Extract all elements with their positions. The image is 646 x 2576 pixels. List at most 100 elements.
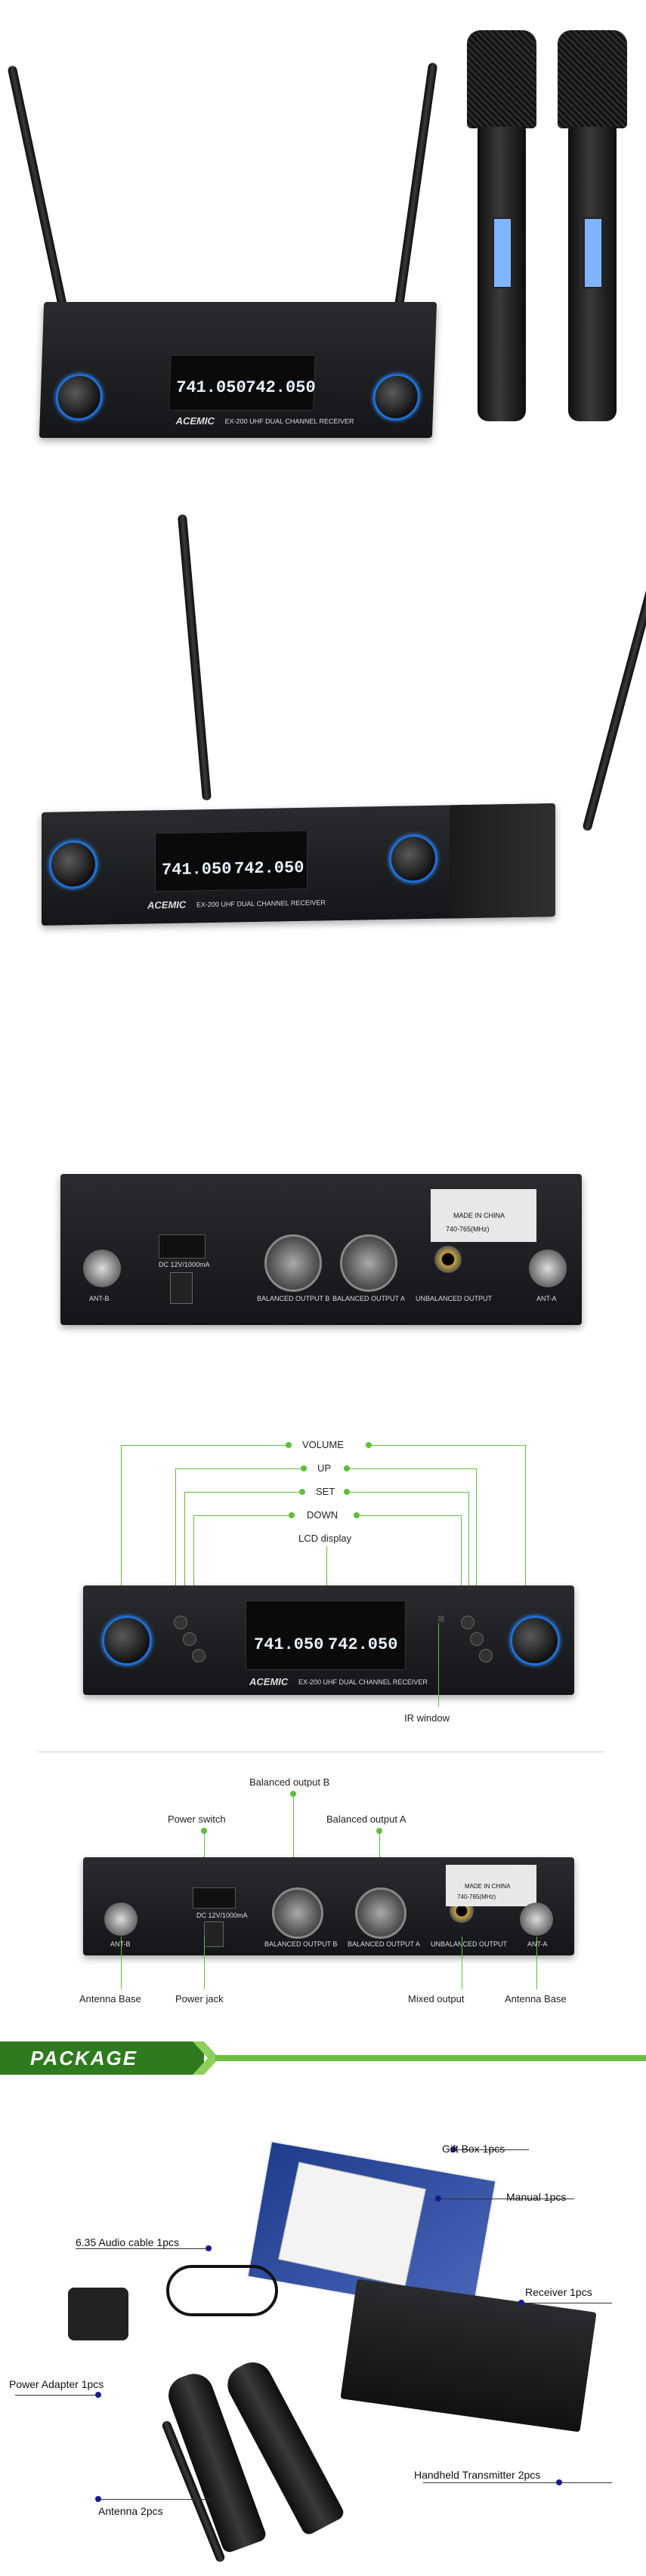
up-button-left [174, 1616, 187, 1629]
xlr-output-a [340, 1234, 397, 1292]
vline-set-right [468, 1492, 469, 1590]
receiver-angled: 741.050 742.050 ACEMIC EX-200 UHF DUAL C… [42, 803, 555, 926]
brand-logo: ACEMIC [175, 415, 215, 427]
label-volume: VOLUME [302, 1439, 344, 1450]
power-switch [193, 1887, 236, 1909]
power-adapter [68, 2288, 128, 2340]
dc-label: DC 12V/1000mA [159, 1261, 210, 1268]
dot-volume-right [366, 1442, 372, 1448]
dot-down-left [289, 1512, 295, 1518]
leader-up-right [348, 1468, 476, 1469]
down-button-left [192, 1649, 206, 1662]
vline-up-left [175, 1468, 176, 1589]
label-balanced-output-b: Balanced output B [249, 1776, 330, 1788]
label-receiver: Receiver 1pcs [525, 2286, 592, 2298]
label-lcd: LCD display [298, 1533, 352, 1544]
spec-label: MADE IN CHINA 740-765(MHz) [446, 1865, 536, 1906]
volume-knob-right [372, 374, 421, 421]
lead-gift-box [453, 2149, 529, 2150]
microphone-2 [558, 30, 627, 423]
ant-a-label: ANT-A [536, 1295, 557, 1302]
unbalanced-jack [434, 1246, 462, 1273]
brand-logo: ACEMIC [147, 898, 187, 911]
vline-volume-left [121, 1445, 122, 1588]
package-banner-text: PACKAGE [30, 2047, 138, 2069]
label-ir: IR window [404, 1712, 450, 1724]
brand-logo: ACEMIC [249, 1676, 289, 1687]
model-text: EX-200 UHF DUAL CHANNEL RECEIVER [298, 1678, 428, 1686]
receiver-package [340, 2279, 597, 2433]
label-manual: Manual 1pcs [506, 2191, 567, 2203]
power-switch [159, 1234, 206, 1259]
vline-down-right [461, 1515, 462, 1591]
model-text: EX-200 UHF DUAL CHANNEL RECEIVER [224, 418, 354, 425]
label-up: UP [317, 1462, 332, 1474]
lcd-display: 741.050 742.050 [168, 355, 316, 411]
unbalanced-label: UNBALANCED OUTPUT [416, 1295, 493, 1302]
leader-volume-right [370, 1445, 525, 1446]
dc-label: DC 12V/1000mA [196, 1912, 248, 1919]
leader-set-left [184, 1492, 302, 1493]
balanced-a-label: BALANCED OUTPUT A [348, 1940, 420, 1948]
label-power-jack: Power jack [175, 1993, 224, 2004]
xlr-output-a [355, 1887, 406, 1939]
xlr-output-b [264, 1234, 322, 1292]
vline-antenna-base-left [121, 1937, 122, 1989]
receiver-rear-diagram: ANT-B DC 12V/1000mA BALANCED OUTPUT B BA… [83, 1857, 574, 1955]
unbalanced-label: UNBALANCED OUTPUT [431, 1940, 508, 1948]
balanced-a-label: BALANCED OUTPUT A [332, 1295, 405, 1302]
lead-power-adapter [15, 2395, 98, 2396]
xlr-output-b [272, 1887, 323, 1939]
balanced-b-label: BALANCED OUTPUT B [257, 1295, 330, 1302]
vline-ir [438, 1623, 439, 1706]
freq-b: 741.050 [162, 859, 232, 880]
made-in-label: MADE IN CHINA [465, 1883, 511, 1890]
set-button-right [470, 1632, 484, 1646]
label-gift-box: Gift Box 1pcs [442, 2143, 505, 2155]
audio-cable [166, 2265, 278, 2316]
dot-up-right [344, 1465, 350, 1471]
dot-gift-box [450, 2146, 456, 2152]
mic-lcd [583, 217, 603, 288]
side-panel [450, 803, 555, 919]
label-handheld: Handheld Transmitter 2pcs [414, 2469, 541, 2481]
made-in-label: MADE IN CHINA [453, 1212, 505, 1219]
label-antenna-base-left: Antenna Base [79, 1993, 141, 2004]
label-power-switch: Power switch [168, 1813, 226, 1825]
model-text: EX-200 UHF DUAL CHANNEL RECEIVER [196, 898, 326, 909]
balanced-b-label: BALANCED OUTPUT B [264, 1940, 338, 1948]
leader-volume-left [121, 1445, 289, 1446]
dot-balanced-a [376, 1828, 382, 1834]
vline-up-right [476, 1468, 477, 1589]
dot-up-left [301, 1465, 307, 1471]
set-button-left [183, 1632, 196, 1646]
vline-antenna-base-right [536, 1937, 537, 1989]
antenna-left [7, 65, 70, 319]
volume-knob-right [389, 834, 437, 883]
receiver-front: 741.050 742.050 ACEMIC EX-200 UHF DUAL C… [39, 302, 437, 438]
volume-knob-left [102, 1616, 152, 1665]
ant-a-connector [520, 1903, 553, 1936]
dot-audio-cable [206, 2245, 212, 2251]
lead-handheld [423, 2482, 612, 2483]
label-audio-cable: 6.35 Audio cable 1pcs [76, 2236, 179, 2248]
freq-range-label: 740-765(MHz) [446, 1225, 490, 1233]
vline-volume-right [525, 1445, 526, 1588]
vline-down-left [193, 1515, 194, 1591]
volume-knob-left [49, 840, 97, 889]
dot-manual [435, 2195, 441, 2202]
label-set: SET [316, 1486, 335, 1497]
freq-a: 742.050 [245, 378, 317, 397]
ant-b-connector [104, 1903, 138, 1936]
dot-set-right [344, 1489, 350, 1495]
vline-set-left [184, 1492, 185, 1590]
vline-balanced-b [293, 1794, 294, 1887]
freq-b: 741.050 [175, 378, 247, 397]
lead-audio-cable [76, 2248, 208, 2249]
antenna-right [582, 538, 646, 832]
vline-lcd [326, 1546, 327, 1590]
ant-b-label: ANT-B [110, 1940, 131, 1948]
freq-b: 741.050 [254, 1635, 324, 1654]
package-banner [0, 2041, 646, 2075]
dot-power-switch [201, 1828, 207, 1834]
